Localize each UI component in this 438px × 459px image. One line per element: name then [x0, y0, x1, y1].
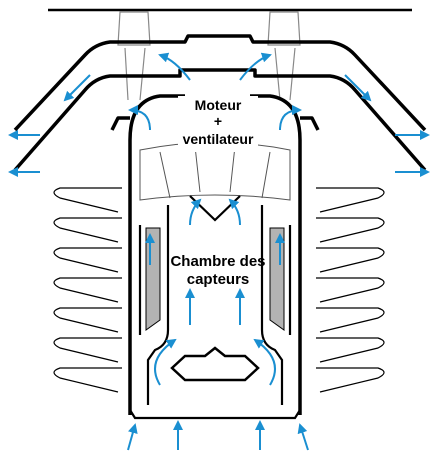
- chamber-label-line1: Chambre des: [170, 253, 265, 270]
- sensor-plate-right: [269, 227, 285, 331]
- airflow-arrow: [127, 423, 138, 451]
- airflow-arrow: [128, 105, 151, 131]
- airflow-arrow: [297, 423, 309, 451]
- airflow-arrow: [63, 74, 91, 102]
- airflow-arrow: [228, 198, 241, 226]
- sensor-plate-left: [145, 227, 161, 331]
- airflow-arrow: [253, 338, 276, 386]
- motor-label-line2: +: [214, 113, 222, 129]
- mounting-bracket: [117, 11, 301, 101]
- airflow-arrows: [8, 52, 430, 451]
- airflow-arrow: [158, 52, 191, 81]
- airflow-arrow: [344, 74, 372, 102]
- sensor-chamber-walls: [129, 205, 301, 420]
- right-louver-fins: [316, 187, 385, 393]
- motor-label-line1: Moteur: [195, 97, 242, 113]
- chamber-label-line2: capteurs: [187, 271, 250, 288]
- bottom-diffuser: [170, 346, 260, 382]
- motor-label-box: [178, 96, 258, 152]
- fan-funnel: [189, 195, 241, 222]
- motor-label-line3: ventilateur: [183, 131, 254, 147]
- left-louver-fins: [53, 187, 122, 393]
- airflow-arrow: [189, 198, 202, 226]
- airflow-arrow: [154, 338, 177, 386]
- airflow-arrow: [279, 105, 302, 131]
- airflow-arrow: [239, 52, 272, 81]
- top-cover-plates: [13, 34, 427, 172]
